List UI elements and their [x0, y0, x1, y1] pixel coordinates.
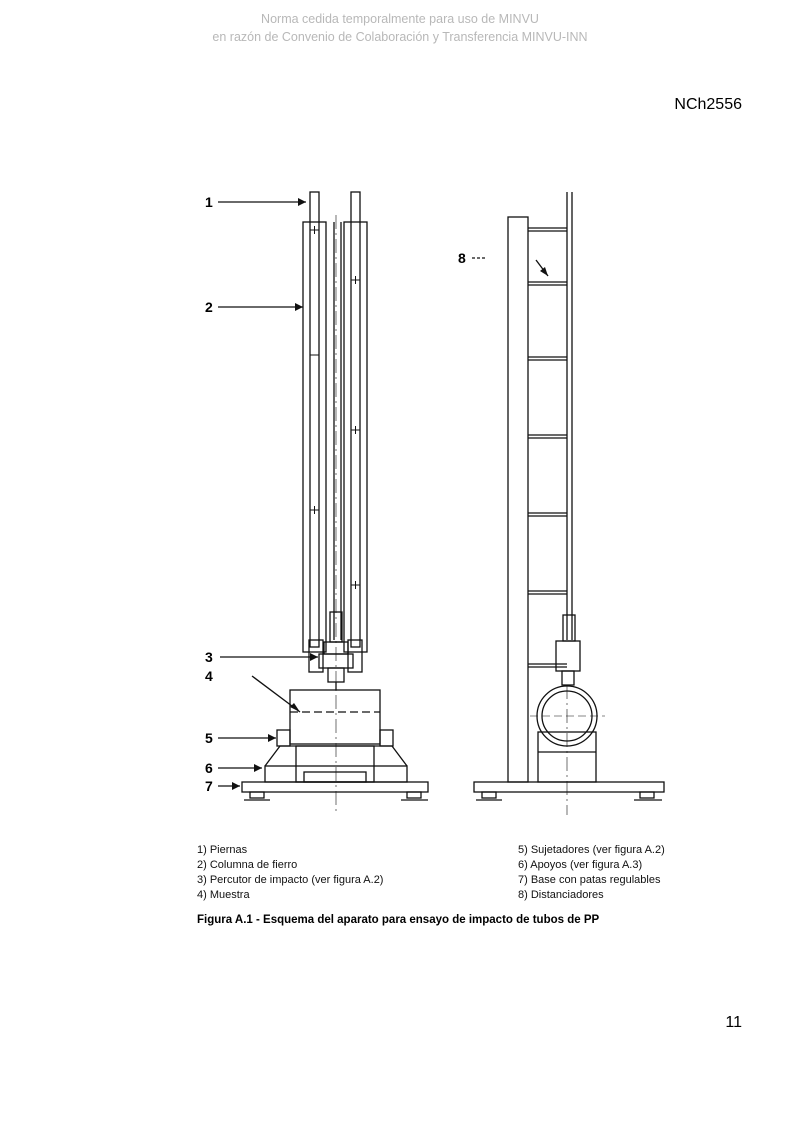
- callout-6: 6: [205, 760, 213, 776]
- legend-item-6: 6) Apoyos (ver figura A.3): [518, 859, 643, 871]
- watermark-line-2: en razón de Convenio de Colaboración y T…: [212, 30, 588, 44]
- document-code: NCh2556: [674, 96, 742, 113]
- legend-item-1: 1) Piernas: [197, 844, 248, 856]
- callout-7: 7: [205, 778, 213, 794]
- callout-3: 3: [205, 649, 213, 665]
- legend-item-7: 7) Base con patas regulables: [518, 874, 661, 886]
- page-number: 11: [725, 1014, 742, 1031]
- callout-1: 1: [205, 194, 213, 210]
- callout-8: 8: [458, 250, 466, 266]
- callout-2: 2: [205, 299, 213, 315]
- callout-5: 5: [205, 730, 213, 746]
- legend-item-2: 2) Columna de fierro: [197, 859, 298, 871]
- watermark-line-1: Norma cedida temporalmente para uso de M…: [261, 12, 539, 26]
- callout-4: 4: [205, 668, 213, 684]
- legend-item-8: 8) Distanciadores: [518, 889, 604, 901]
- legend-item-3: 3) Percutor de impacto (ver figura A.2): [197, 874, 384, 886]
- legend-right: 5) Sujetadores (ver figura A.2) 6) Apoyo…: [518, 843, 665, 903]
- legend-item-4: 4) Muestra: [197, 889, 250, 901]
- legend-left: 1) Piernas 2) Columna de fierro 3) Percu…: [197, 843, 383, 903]
- figure-caption: Figura A.1 - Esquema del aparato para en…: [197, 914, 600, 926]
- legend-item-5: 5) Sujetadores (ver figura A.2): [518, 844, 665, 856]
